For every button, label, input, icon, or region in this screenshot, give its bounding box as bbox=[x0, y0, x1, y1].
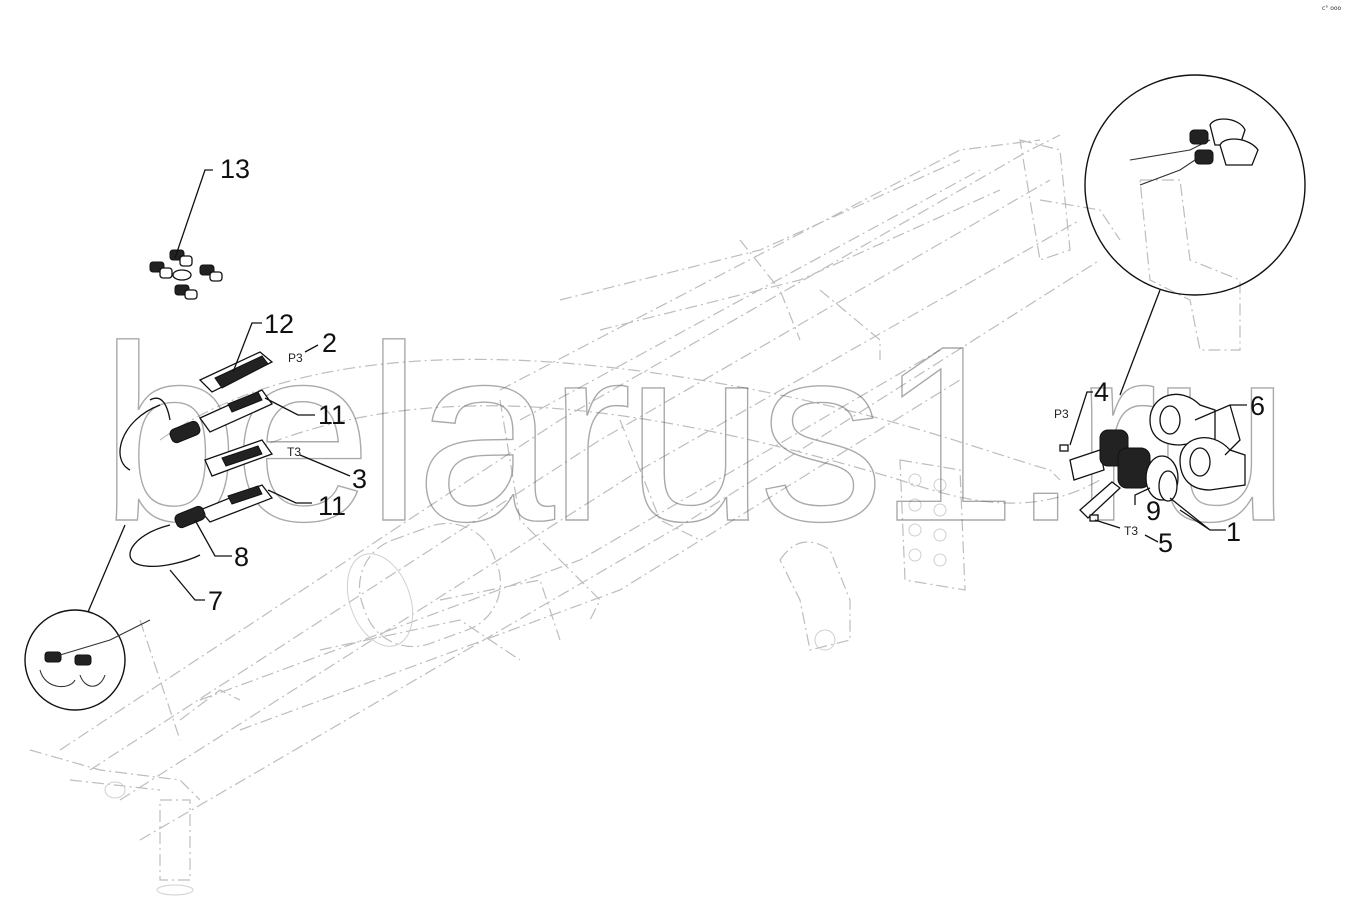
part-8-cord bbox=[149, 397, 171, 421]
leader-2 bbox=[304, 344, 319, 353]
callout-11-lower: 11 bbox=[318, 491, 346, 521]
callout-12: 12 bbox=[264, 309, 294, 339]
hose-route bbox=[159, 358, 1061, 481]
label-p3-right: P3 bbox=[1054, 407, 1069, 421]
machine-frame bbox=[29, 134, 1241, 896]
callout-5: 5 bbox=[1158, 528, 1173, 558]
hose-route bbox=[229, 405, 1101, 504]
leader-6 bbox=[1194, 404, 1247, 456]
part-5-adapter bbox=[1079, 447, 1151, 522]
detail-circle-rear bbox=[1084, 74, 1306, 296]
callout-3: 3 bbox=[352, 464, 367, 494]
part-1-ring bbox=[1158, 470, 1178, 502]
label-t3-left: T3 bbox=[287, 445, 301, 459]
callout-13: 13 bbox=[220, 154, 250, 184]
leader-7 bbox=[169, 569, 205, 601]
leader-9 bbox=[1134, 487, 1151, 505]
leader-13 bbox=[174, 169, 213, 259]
part-13-clip-set bbox=[149, 249, 223, 300]
leader-rear-detail bbox=[1119, 289, 1161, 396]
callout-8: 8 bbox=[234, 542, 249, 572]
callout-7: 7 bbox=[208, 586, 223, 616]
part-11-coupling-upper bbox=[169, 389, 273, 444]
leader-11-lower bbox=[267, 489, 312, 504]
leader-1 bbox=[1169, 497, 1226, 531]
callout-9: 9 bbox=[1146, 496, 1161, 526]
part-11-coupling-lower bbox=[174, 439, 274, 529]
callout-4: 4 bbox=[1094, 377, 1109, 407]
part-4-adapter bbox=[1059, 429, 1129, 481]
label-p3-left: P3 bbox=[288, 351, 303, 365]
callout-6: 6 bbox=[1250, 391, 1265, 421]
part-12-coupling-cover bbox=[198, 351, 274, 393]
leader-3 bbox=[299, 454, 351, 477]
callout-2: 2 bbox=[322, 328, 337, 358]
callout-1: 1 bbox=[1226, 517, 1241, 547]
leader-11-upper bbox=[264, 397, 315, 416]
corner-mark: c° ooo bbox=[1322, 5, 1342, 12]
leader-front-detail bbox=[87, 524, 126, 613]
label-t3-right: T3 bbox=[1124, 524, 1138, 538]
watermark: belarus1.ru bbox=[100, 294, 1285, 573]
leader-4 bbox=[1069, 391, 1093, 446]
part-7-loop-cord bbox=[119, 404, 201, 567]
callout-11-upper: 11 bbox=[318, 400, 346, 430]
leader-8 bbox=[194, 519, 232, 557]
detail-circle-front bbox=[24, 609, 151, 711]
leader-5 bbox=[1094, 519, 1159, 543]
leader-12 bbox=[232, 322, 262, 373]
